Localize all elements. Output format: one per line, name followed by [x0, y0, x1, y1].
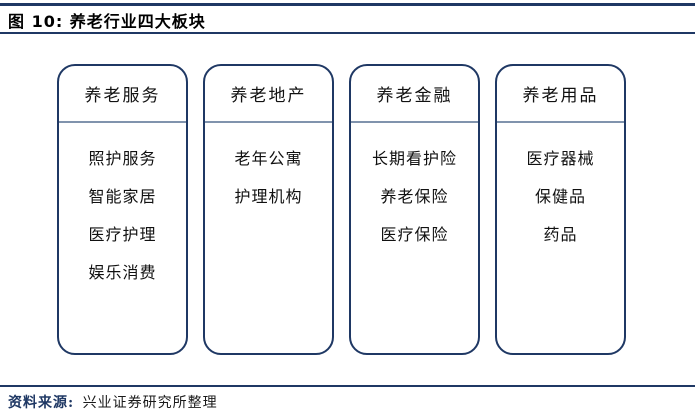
header-divider [351, 121, 478, 123]
box-items: 照护服务 智能家居 医疗护理 娱乐消费 [59, 123, 186, 290]
box-item: 药品 [543, 225, 578, 244]
box-header: 养老服务 [84, 86, 161, 106]
source-label: 资料来源: [8, 395, 75, 411]
box-item: 老年公寓 [234, 149, 303, 168]
source-text: 兴业证券研究所整理 [82, 395, 218, 411]
box-items: 老年公寓 护理机构 [205, 123, 332, 214]
category-box-services: 养老服务 照护服务 智能家居 医疗护理 娱乐消费 [57, 64, 188, 355]
category-box-finance: 养老金融 长期看护险 养老保险 医疗保险 [349, 64, 480, 355]
box-item: 养老保险 [380, 187, 449, 206]
box-items: 医疗器械 保健品 药品 [497, 123, 624, 252]
box-item: 娱乐消费 [88, 263, 157, 282]
box-header: 养老地产 [230, 86, 307, 106]
category-box-realestate: 养老地产 老年公寓 护理机构 [203, 64, 334, 355]
source-rule [0, 385, 695, 387]
box-items: 长期看护险 养老保险 医疗保险 [351, 123, 478, 252]
box-item: 照护服务 [88, 149, 157, 168]
box-item: 医疗保险 [380, 225, 449, 244]
box-header: 养老用品 [522, 86, 599, 106]
box-item: 医疗器械 [526, 149, 595, 168]
box-header: 养老金融 [376, 86, 453, 106]
box-item: 护理机构 [234, 187, 303, 206]
header-divider [205, 121, 332, 123]
figure-title: 图 10: 养老行业四大板块 [8, 12, 206, 31]
box-item: 智能家居 [88, 187, 157, 206]
title-rule [0, 32, 695, 34]
category-box-products: 养老用品 医疗器械 保健品 药品 [495, 64, 626, 355]
source-line: 资料来源: 兴业证券研究所整理 [8, 392, 218, 412]
header-divider [59, 121, 186, 123]
header-divider [497, 121, 624, 123]
box-item: 长期看护险 [371, 149, 457, 168]
box-item: 医疗护理 [88, 225, 157, 244]
box-item: 保健品 [534, 187, 586, 206]
top-rule [0, 3, 695, 6]
